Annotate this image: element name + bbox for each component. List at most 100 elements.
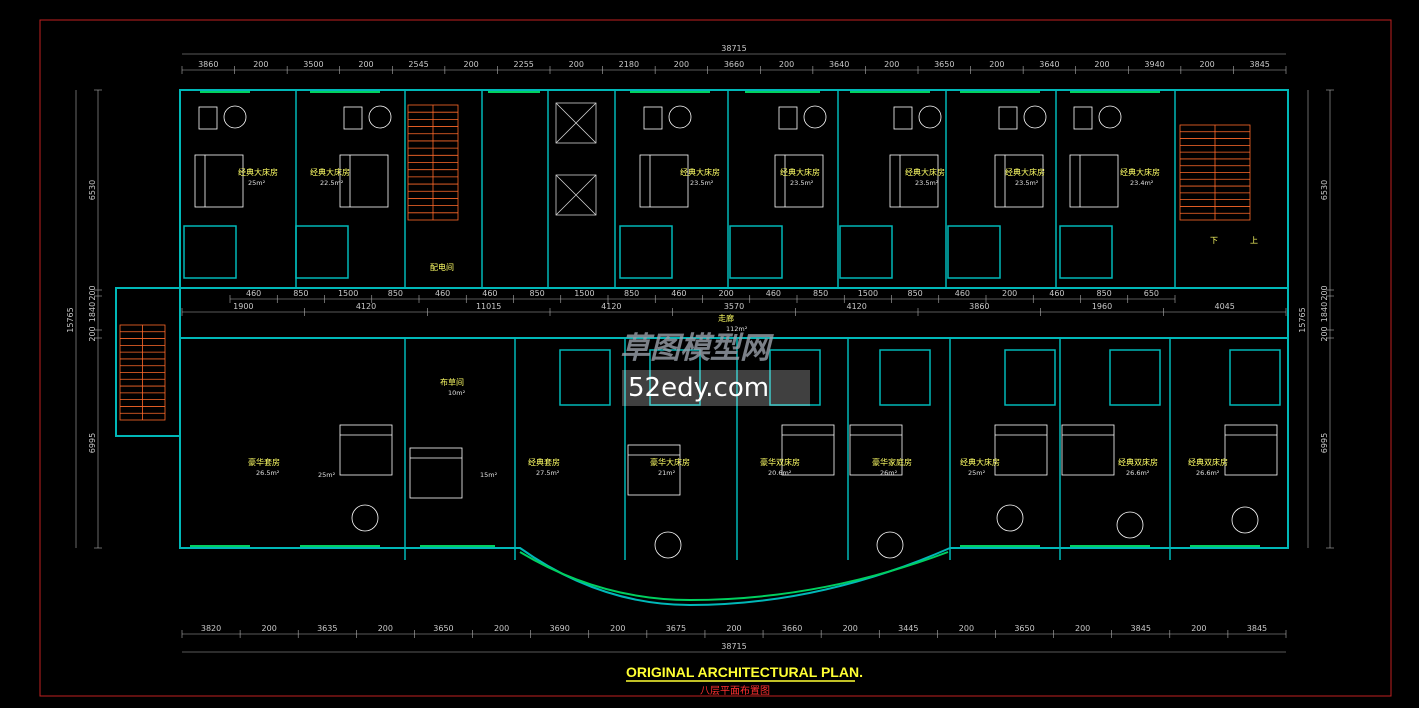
left-dim-value: 1840 [88,302,97,322]
lower-room-name: 豪华套房 [248,457,280,467]
corridor-area: 112m² [726,325,748,333]
round-table [654,531,682,559]
bed [339,154,389,208]
bottom-dim-value: 3635 [317,624,337,633]
corridor-upper-dim-value: 200 [1002,289,1017,298]
round-table [876,531,904,559]
chair [1073,106,1093,130]
watermark-url: 52edy.com [628,373,769,403]
bathroom [1229,349,1281,406]
chair [778,106,798,130]
chair [643,106,663,130]
corridor-upper-dim-value: 850 [293,289,308,298]
bathroom [947,225,1001,279]
bed [339,424,393,476]
corridor-upper-dim-value: 1500 [338,289,358,298]
round-table [996,504,1024,532]
top-dim-value: 200 [1094,60,1109,69]
bottom-dim-value: 3845 [1247,624,1267,633]
upper-room-labels: 经典大床房25m²经典大床房22.5m²配电间经典大床房23.5m²经典大床房2… [238,167,1160,272]
top-dim-value: 200 [989,60,1004,69]
bottom-dim-value: 3650 [433,624,453,633]
lower-room-name: 豪华大床房 [650,457,690,467]
corridor-upper-dim-value: 650 [1144,289,1159,298]
furniture-blocks [194,105,1278,559]
bed [774,154,824,208]
side-dimension-chains: 6530200184020069951576565302001840200699… [66,89,1334,549]
corridor-lower-dim-value: 1960 [1092,302,1112,311]
right-dim-value: 1840 [1320,302,1329,322]
lower-room-area: 26.6m² [1196,469,1220,477]
upper-room-area: 23.5m² [690,179,714,187]
lower-room-area: 25m² [318,471,336,479]
chair [998,106,1018,130]
bottom-dim-value: 200 [843,624,858,633]
top-dim-value: 3640 [1039,60,1059,69]
west-stair-bay [115,287,181,437]
bottom-dim-value: 3820 [201,624,221,633]
bottom-dim-value: 3675 [666,624,686,633]
west-stair [119,324,166,421]
round-table [1098,105,1122,129]
elevator-shafts [555,102,597,216]
bottom-dim-total: 38715 [721,642,746,651]
room-partitions [183,90,1281,560]
corridor-upper-dim-value: 460 [246,289,261,298]
upper-room-name: 经典大床房 [1120,167,1160,177]
top-dim-value: 3845 [1250,60,1270,69]
lower-room-area: 10m² [448,389,466,397]
bed [1224,424,1278,476]
corridor-upper-dim-value: 1500 [574,289,594,298]
lower-room-name: 豪华家庭房 [872,457,912,467]
lower-room-area: 26m² [880,469,898,477]
bed [889,154,939,208]
watermark-cn: 草图模型网 [620,331,774,366]
upper-room-name: 经典大床房 [238,167,278,177]
corridor-upper-dim-value: 460 [482,289,497,298]
upper-room-area: 23.5m² [1015,179,1039,187]
chair [343,106,363,130]
corridor-lower-dim-value: 11015 [476,302,501,311]
bed [781,424,835,476]
round-table [351,504,379,532]
left-dim-value: 6995 [88,433,97,453]
top-dim-value: 200 [358,60,373,69]
left-dim-value: 6530 [88,180,97,200]
corridor-label: 走廊 [718,313,734,323]
bed [409,447,463,499]
lower-room-area: 27.5m² [536,469,560,477]
top-dim-value: 3650 [934,60,954,69]
corridor-upper-dim-value: 1500 [858,289,878,298]
top-dim-value: 200 [1200,60,1215,69]
lower-room-area: 26.5m² [256,469,280,477]
top-dim-value: 2545 [408,60,428,69]
drawing-frame [39,19,1392,697]
bathroom [729,225,783,279]
bottom-dim-value: 200 [610,624,625,633]
bathroom [559,349,611,406]
bed [849,424,903,476]
upper-room-name: 配电间 [430,262,454,272]
bottom-dim-value: 200 [959,624,974,633]
lower-room-name: 经典大床房 [960,457,1000,467]
bathroom [1059,225,1113,279]
window-lines [190,91,1260,547]
corridor-lower-dim-value: 3570 [724,302,744,311]
bottom-dim-value: 200 [262,624,277,633]
bottom-dim-value: 200 [726,624,741,633]
upper-room-area: 25m² [248,179,266,187]
bathroom [183,225,237,279]
bottom-dim-value: 200 [1191,624,1206,633]
bathroom [1109,349,1161,406]
upper-room-area: 22.5m² [320,179,344,187]
round-table [1023,105,1047,129]
right-dim-value: 6995 [1320,433,1329,453]
right-dim-total: 15765 [1298,307,1307,332]
upper-wing-outline [179,89,1289,289]
bed [1069,154,1119,208]
bottom-dim-value: 3845 [1131,624,1151,633]
bed [1061,424,1115,476]
corridor-upper-dim-value: 850 [388,289,403,298]
corridor-lower-dim-value: 4120 [356,302,376,311]
corridor-upper-dim-value: 460 [435,289,450,298]
